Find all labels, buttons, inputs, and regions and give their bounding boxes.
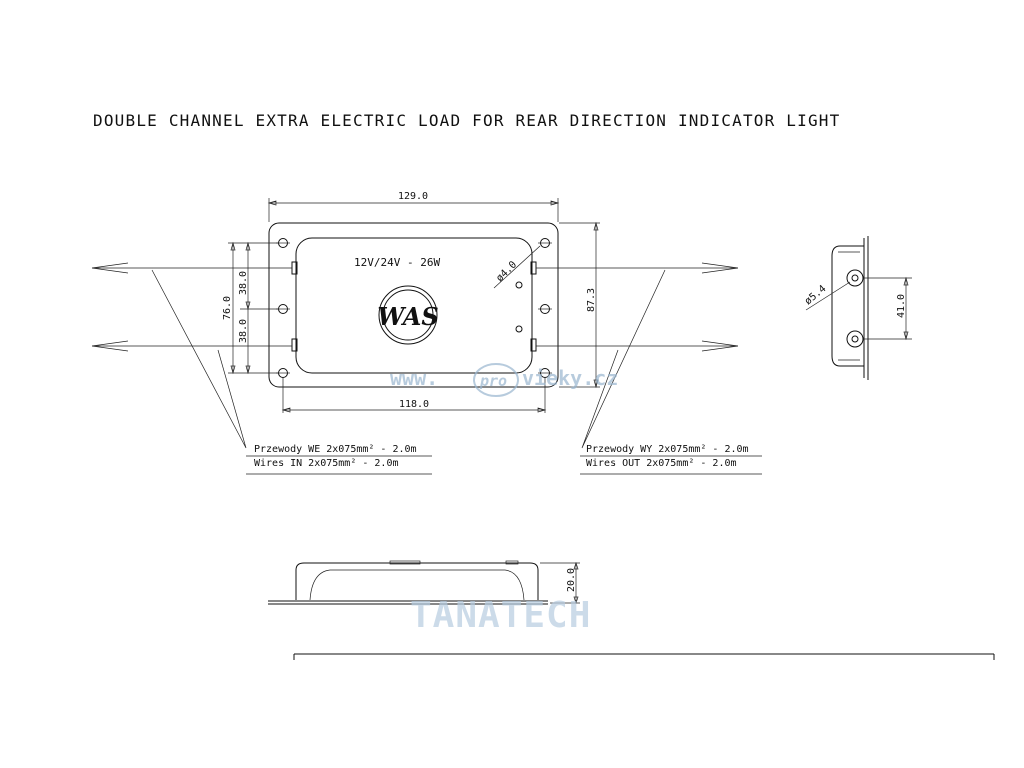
dim-overall-height: 87.3 — [586, 288, 597, 312]
hole-diameter-label: ø4.0 — [494, 259, 519, 284]
rating-label: 12V/24V - 26W — [354, 256, 440, 269]
top-view: 12V/24V - 26W WAS ø4.0 129.0 — [91, 191, 739, 449]
svg-text:Wires IN 2x075mm² - 2.0m: Wires IN 2x075mm² - 2.0m — [254, 458, 399, 469]
side-view: 41.0 ø5.4 — [803, 236, 912, 380]
svg-text:Przewody WY 2x075mm² - 2.0m: Przewody WY 2x075mm² - 2.0m — [586, 444, 749, 455]
dim-terminal-spacing: 41.0 — [896, 294, 907, 318]
svg-text:Wires OUT 2x075mm² - 2.0m: Wires OUT 2x075mm² - 2.0m — [586, 458, 737, 469]
svg-text:Przewody WE 2x075mm² - 2.0m: Przewody WE 2x075mm² - 2.0m — [254, 444, 417, 455]
dim-half-bottom: 38.0 — [238, 319, 249, 343]
front-view: 20.0 — [268, 560, 580, 605]
dim-thickness: 20.0 — [566, 568, 577, 592]
wires-right — [536, 262, 739, 352]
watermark-site: www. pro vieky.cz — [390, 363, 618, 397]
drawing-title: DOUBLE CHANNEL EXTRA ELECTRIC LOAD FOR R… — [93, 111, 840, 130]
svg-text:vieky.cz: vieky.cz — [522, 366, 618, 390]
wires-out-label: Przewody WY 2x075mm² - 2.0m Wires OUT 2x… — [580, 444, 762, 475]
svg-text:pro: pro — [479, 372, 507, 390]
wires-left — [91, 262, 292, 352]
dim-hole-spacing: 76.0 — [222, 296, 233, 320]
dim-overall-width: 129.0 — [398, 191, 428, 202]
mounting-holes — [276, 238, 552, 378]
dim-inner-width: 118.0 — [399, 399, 429, 410]
svg-text:www.: www. — [390, 366, 438, 390]
was-logo-icon: WAS — [377, 285, 439, 345]
base-plate — [268, 222, 559, 388]
watermark-brand: TANATECH — [410, 595, 591, 636]
wires-in-label: Przewody WE 2x075mm² - 2.0m Wires IN 2x0… — [246, 444, 432, 475]
housing-body — [295, 237, 533, 374]
svg-text:WAS: WAS — [377, 302, 438, 331]
dim-half-top: 38.0 — [238, 271, 249, 295]
